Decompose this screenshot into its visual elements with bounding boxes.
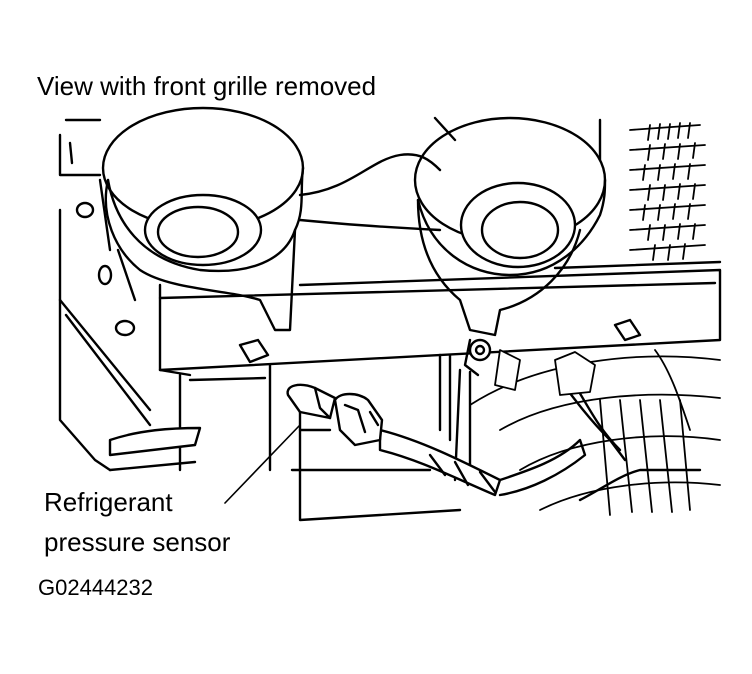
- horn-wire: [298, 153, 442, 232]
- leader-lines: [224, 424, 301, 504]
- clips: [75, 201, 642, 364]
- pressure-sensor: [286, 383, 384, 447]
- horn-left: [101, 106, 305, 332]
- callout-label-line2: pressure sensor: [44, 527, 231, 557]
- support-frame: [58, 118, 722, 522]
- figure-title: View with front grille removed: [37, 71, 377, 101]
- radiator-fan: [469, 349, 721, 516]
- condenser-fins: [629, 122, 706, 261]
- bracket-bolt: [453, 338, 492, 482]
- figure-id: G02444232: [38, 575, 153, 600]
- callout-label-line1: Refrigerant: [44, 487, 173, 517]
- horn-right: [413, 116, 607, 337]
